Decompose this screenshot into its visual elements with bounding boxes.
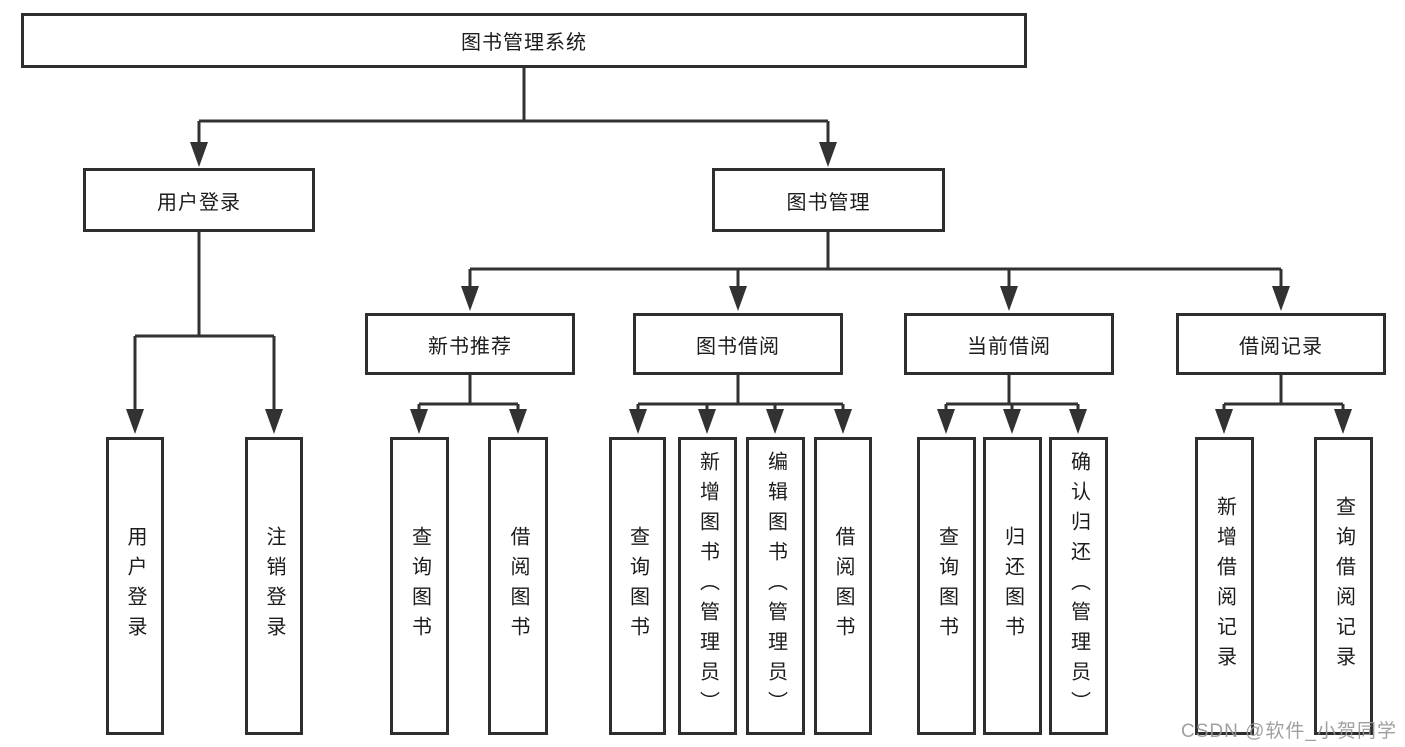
node-leaf-confirm-return-admin: 确认归还（管理员） [1049, 437, 1108, 735]
node-leaf-edit-book-admin: 编辑图书（管理员） [746, 437, 805, 735]
node-user-login-label: 用户登录 [157, 191, 241, 214]
node-leaf-query-books-borrow-label: 查询图书 [626, 526, 649, 646]
node-book-borrow-label: 图书借阅 [696, 335, 780, 358]
node-borrow-records: 借阅记录 [1176, 313, 1386, 375]
node-user-login: 用户登录 [83, 168, 315, 232]
node-leaf-confirm-return-admin-label: 确认归还（管理员） [1067, 451, 1090, 721]
node-leaf-query-books-borrow: 查询图书 [609, 437, 666, 735]
node-leaf-add-borrow-record-label: 新增借阅记录 [1213, 496, 1236, 676]
node-book-management: 图书管理 [712, 168, 945, 232]
node-leaf-query-borrow-record-label: 查询借阅记录 [1332, 496, 1355, 676]
node-borrow-records-label: 借阅记录 [1239, 335, 1323, 358]
node-leaf-query-books-recommend-label: 查询图书 [408, 526, 431, 646]
node-leaf-return-books-label: 归还图书 [1001, 526, 1024, 646]
node-leaf-query-books-current-label: 查询图书 [935, 526, 958, 646]
node-root-label: 图书管理系统 [461, 32, 587, 54]
node-leaf-query-books-current: 查询图书 [917, 437, 976, 735]
node-leaf-query-books-recommend: 查询图书 [390, 437, 449, 735]
node-leaf-query-borrow-record: 查询借阅记录 [1314, 437, 1373, 735]
node-book-management-label: 图书管理 [786, 191, 871, 214]
node-leaf-add-book-admin-label: 新增图书（管理员） [696, 451, 719, 721]
node-leaf-return-books: 归还图书 [983, 437, 1042, 735]
node-leaf-borrow-books-label: 借阅图书 [832, 526, 854, 646]
node-leaf-user-login-label: 用户登录 [124, 526, 146, 646]
node-leaf-borrow-books: 借阅图书 [814, 437, 872, 735]
node-new-book-recommend-label: 新书推荐 [428, 335, 512, 358]
arrowheads [126, 142, 1352, 434]
node-current-borrow: 当前借阅 [904, 313, 1114, 375]
node-leaf-add-book-admin: 新增图书（管理员） [678, 437, 737, 735]
node-leaf-add-borrow-record: 新增借阅记录 [1195, 437, 1254, 735]
node-new-book-recommend: 新书推荐 [365, 313, 575, 375]
node-leaf-borrow-books-recommend-label: 借阅图书 [507, 526, 529, 646]
node-leaf-user-login: 用户登录 [106, 437, 164, 735]
node-book-borrow: 图书借阅 [633, 313, 843, 375]
node-leaf-logout-label: 注销登录 [263, 526, 285, 646]
node-leaf-borrow-books-recommend: 借阅图书 [488, 437, 548, 735]
node-leaf-edit-book-admin-label: 编辑图书（管理员） [764, 451, 787, 721]
csdn-watermark: CSDN @软件_小贺同学 [1181, 721, 1397, 742]
node-leaf-logout: 注销登录 [245, 437, 303, 735]
node-current-borrow-label: 当前借阅 [967, 335, 1051, 358]
node-root: 图书管理系统 [21, 13, 1027, 68]
